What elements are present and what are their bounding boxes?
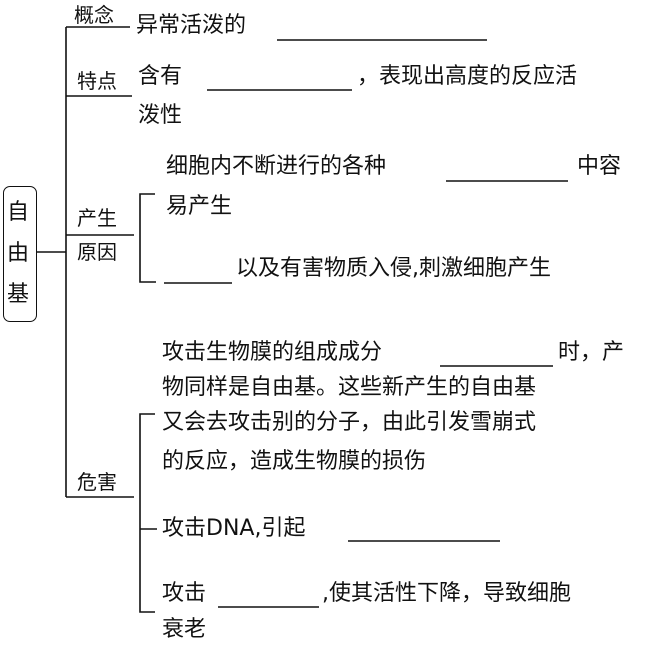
harm-item1-line1-pre: 攻击生物膜的组成成分 <box>162 340 383 365</box>
harm-item2-pre: 攻击DNA,引起 <box>162 516 306 541</box>
concept-label: 概念 <box>74 3 114 27</box>
concept-text: 异常活泼的 <box>136 13 247 38</box>
cause-item2-post: 以及有害物质入侵,刺激细胞产生 <box>236 256 551 281</box>
harm-item3-pre: 攻击 <box>162 581 207 606</box>
root-char-2: 由 <box>6 241 29 266</box>
harm-label: 危害 <box>77 470 117 494</box>
harm-item3-post: ,使其活性下降，导致细胞 <box>322 581 571 606</box>
harm-item1-line4: 的反应，造成生物膜的损伤 <box>162 449 427 474</box>
cause-item1-line2: 易产生 <box>166 194 233 219</box>
feature-line2: 泼性 <box>138 103 183 128</box>
harm-item1-line2: 物同样是自由基。这些新产生的自由基 <box>162 375 537 400</box>
cause-bracket <box>139 193 156 283</box>
cause-label-line1: 产生 <box>77 206 117 230</box>
feature-label: 特点 <box>77 69 117 93</box>
cause-item1-line1-post: 中容 <box>577 154 622 179</box>
harm-item3-line2: 衰老 <box>162 617 207 642</box>
harm-item1-line3: 又会去攻击别的分子，由此引发雪崩式 <box>162 410 537 435</box>
harm-bracket <box>139 413 155 613</box>
feature-line1-post: ，表现出高度的反应活 <box>357 64 578 89</box>
harm-item1-line1-post: 时，产 <box>558 340 625 365</box>
cause-item1-line1-pre: 细胞内不断进行的各种 <box>166 154 387 179</box>
root-char-1: 自 <box>6 200 29 225</box>
feature-line1-pre: 含有 <box>138 64 183 89</box>
root-char-3: 基 <box>6 282 29 307</box>
root-node <box>3 186 37 322</box>
cause-label-line2: 原因 <box>77 240 117 264</box>
